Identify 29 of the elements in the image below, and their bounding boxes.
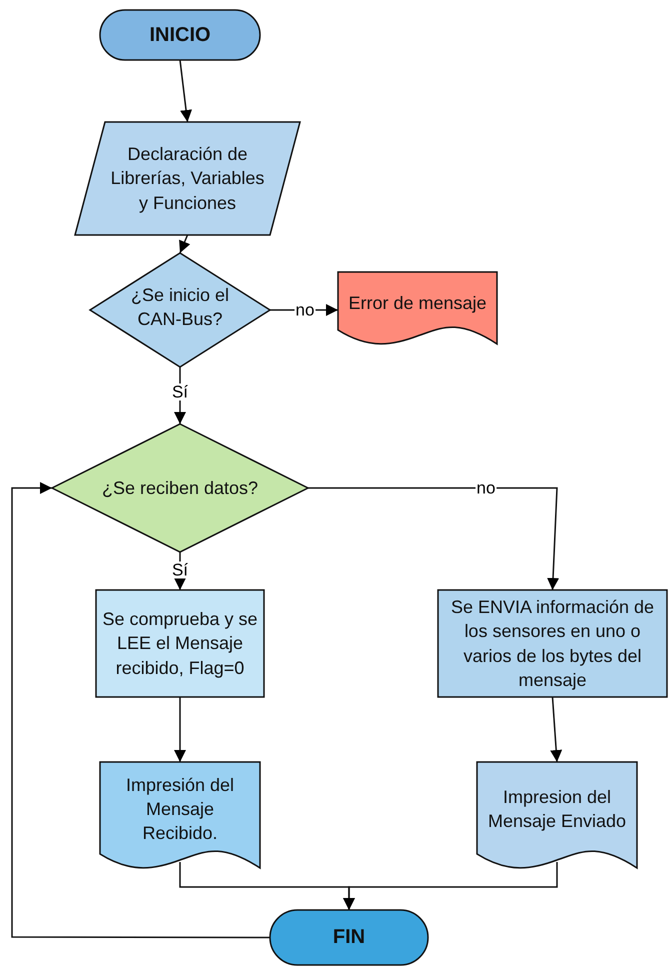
node-text: FIN bbox=[332, 925, 366, 950]
arrow bbox=[179, 234, 190, 254]
document-shape bbox=[477, 762, 637, 872]
document-shape bbox=[338, 272, 497, 348]
document-shape bbox=[100, 762, 260, 872]
arrow bbox=[174, 697, 186, 762]
node-text: ¿Se inicio el CAN-Bus? bbox=[130, 284, 230, 331]
node-text: INICIO bbox=[149, 22, 211, 48]
input-parallelogram bbox=[75, 122, 300, 235]
end-terminal bbox=[270, 910, 428, 965]
node-text: ¿Se reciben datos? bbox=[102, 476, 258, 500]
arrow bbox=[308, 487, 560, 590]
start-terminal bbox=[100, 10, 260, 60]
node-text: Se ENVIA información de los sensores en uno o varios de los bytes del mensaje bbox=[450, 596, 656, 692]
arrow bbox=[11, 482, 270, 938]
process-box bbox=[438, 590, 667, 697]
decision-diamond bbox=[90, 253, 270, 367]
node-text: Se comprueba y se LEE el Mensaje recibido, Flag=0 bbox=[102, 608, 258, 680]
node-text: Impresion del Mensaje Enviado bbox=[486, 786, 628, 833]
arrow bbox=[343, 862, 558, 910]
decision-diamond bbox=[52, 424, 308, 552]
edge-label: Sí bbox=[170, 384, 190, 400]
node-text: Impresión del Mensaje Recibido. bbox=[124, 774, 236, 846]
node-text: Error de mensaje bbox=[348, 292, 487, 315]
edge-label: Sí bbox=[170, 562, 190, 578]
arrow bbox=[550, 696, 562, 762]
node-text: Declaración de Librerías, Variables y Funciones bbox=[110, 143, 266, 215]
process-box bbox=[96, 590, 264, 697]
arrow bbox=[179, 60, 192, 122]
